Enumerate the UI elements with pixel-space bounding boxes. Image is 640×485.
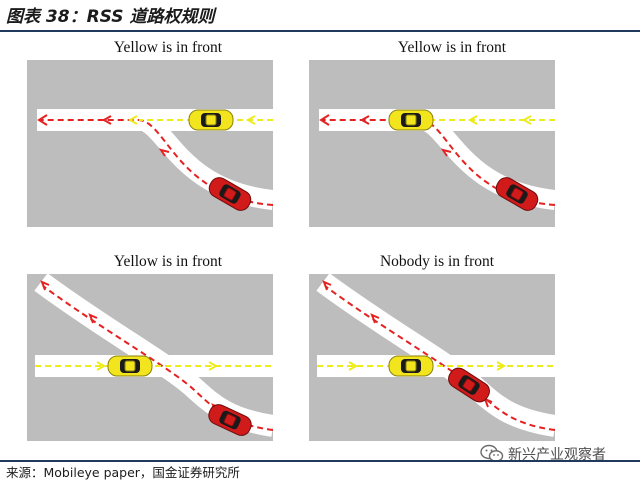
red-arrow bbox=[37, 114, 48, 126]
source-note: 来源：Mobileye paper，国金证券研究所 bbox=[6, 465, 240, 480]
red-arrow bbox=[40, 280, 50, 291]
red-arrow bbox=[319, 114, 330, 126]
watermark-text: 新兴产业观察者 bbox=[508, 447, 606, 463]
red-arrow bbox=[440, 148, 452, 157]
yellow-car bbox=[388, 109, 434, 131]
red-car bbox=[495, 177, 539, 211]
yellow-arrow bbox=[245, 115, 256, 125]
yellow-car bbox=[188, 109, 234, 131]
yellow-arrow bbox=[496, 361, 507, 371]
yellow-arrow bbox=[127, 115, 138, 125]
panel-3-title: Yellow is in front bbox=[113, 253, 223, 270]
red-arrow bbox=[88, 313, 98, 324]
yellow-car bbox=[388, 355, 434, 377]
panel-2 bbox=[309, 60, 555, 227]
wechat-icon bbox=[480, 444, 504, 462]
panel-4-title: Nobody is in front bbox=[379, 253, 495, 270]
red-car bbox=[448, 367, 490, 403]
bottom-divider bbox=[0, 460, 640, 462]
wechat-watermark: 新兴产业观察者 bbox=[480, 443, 606, 465]
yellow-arrow bbox=[96, 361, 107, 371]
red-car bbox=[208, 177, 252, 211]
yellow-car bbox=[107, 355, 153, 377]
red-arrow bbox=[322, 280, 332, 291]
panel-1-title: Yellow is in front bbox=[113, 39, 223, 56]
red-arrow bbox=[158, 148, 170, 157]
top-divider bbox=[0, 30, 640, 32]
panel-2-title: Yellow is in front bbox=[397, 39, 507, 56]
red-arrow bbox=[101, 115, 112, 125]
yellow-arrow bbox=[348, 361, 359, 371]
red-arrow bbox=[359, 115, 370, 125]
red-car bbox=[208, 404, 252, 436]
panel-4 bbox=[309, 274, 555, 441]
figure-title: 图表 38：RSS 道路权规则 bbox=[6, 7, 215, 27]
yellow-arrow bbox=[521, 115, 532, 125]
red-arrow bbox=[370, 313, 380, 324]
panel-3 bbox=[27, 274, 273, 441]
yellow-arrow bbox=[208, 361, 219, 371]
yellow-arrow bbox=[467, 115, 478, 125]
panel-1 bbox=[27, 60, 273, 227]
